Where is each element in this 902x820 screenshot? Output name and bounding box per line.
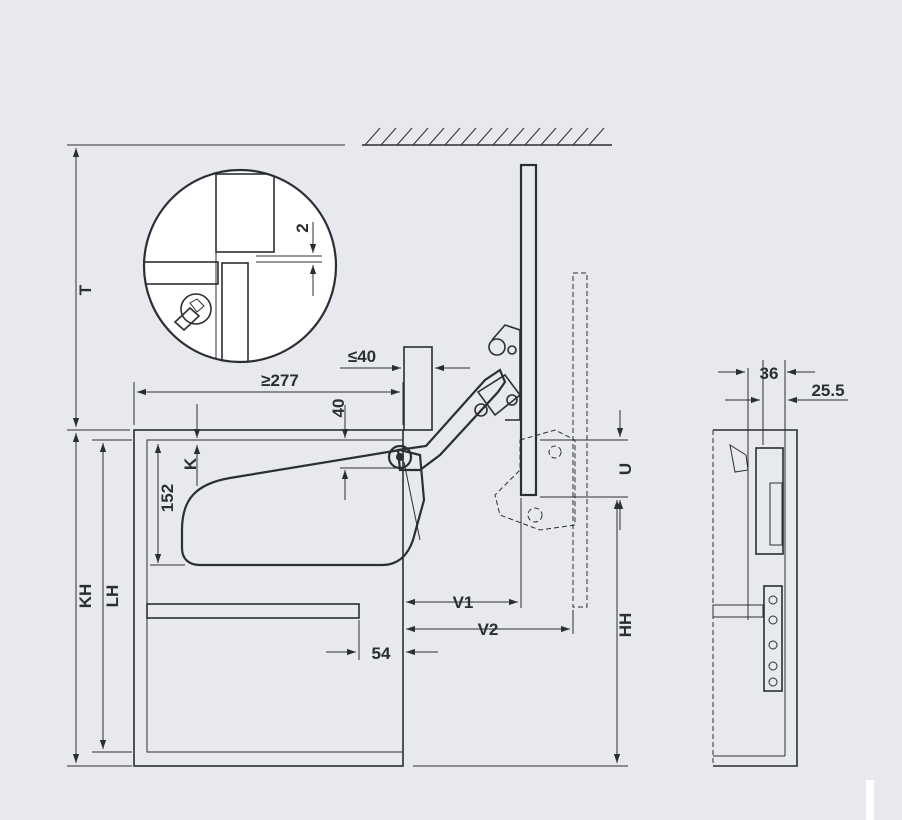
dimension-K: K [181, 404, 201, 486]
label-V1: V1 [453, 593, 474, 612]
dimension-V1: V1 [406, 498, 522, 612]
label-KH: KH [76, 584, 95, 609]
label-25-5: 25.5 [811, 381, 844, 400]
label-T: T [76, 284, 95, 295]
extension-lines-left [67, 144, 345, 767]
label-2: 2 [293, 223, 312, 232]
lift-mechanism [180, 324, 522, 567]
dimension-HH: HH [413, 500, 635, 767]
detail-view: 2 [142, 168, 338, 364]
label-152: 152 [158, 484, 177, 512]
side-mount-plate [763, 585, 783, 692]
dimension-LH: LH [99, 443, 122, 749]
side-view [712, 360, 798, 767]
label-K: K [181, 457, 200, 470]
label-54: 54 [372, 644, 391, 663]
label-V2: V2 [478, 620, 499, 639]
ceiling-hatch [362, 127, 612, 146]
label-HH: HH [616, 613, 635, 638]
dimension-36: 36 [718, 360, 815, 430]
side-mechanism-upper [755, 447, 784, 555]
dimension-V2: V2 [406, 610, 574, 639]
mounting-block [403, 346, 433, 431]
corner-mark [866, 780, 874, 820]
shelf [146, 603, 360, 619]
open-flap [519, 163, 538, 497]
hinge-cam-detail [173, 293, 212, 332]
dimension-54: 54 [326, 620, 438, 663]
label-LH: LH [103, 585, 122, 608]
dimension-152: 152 [150, 444, 185, 566]
dimension-KH: KH [72, 433, 95, 763]
label-U: U [616, 463, 635, 475]
dimension-40-top: ≤40 [340, 346, 470, 431]
cabinet-body [133, 429, 404, 767]
dimension-T: T [72, 148, 95, 427]
label-40-top: ≤40 [348, 347, 376, 366]
label-277: ≥277 [261, 371, 299, 390]
dimension-40-vertical: 40 [329, 399, 400, 500]
dimension-25-5: 25.5 [725, 381, 848, 404]
label-36: 36 [760, 364, 779, 383]
dimension-277: ≥277 [133, 371, 404, 425]
label-40-vertical: 40 [329, 399, 348, 418]
